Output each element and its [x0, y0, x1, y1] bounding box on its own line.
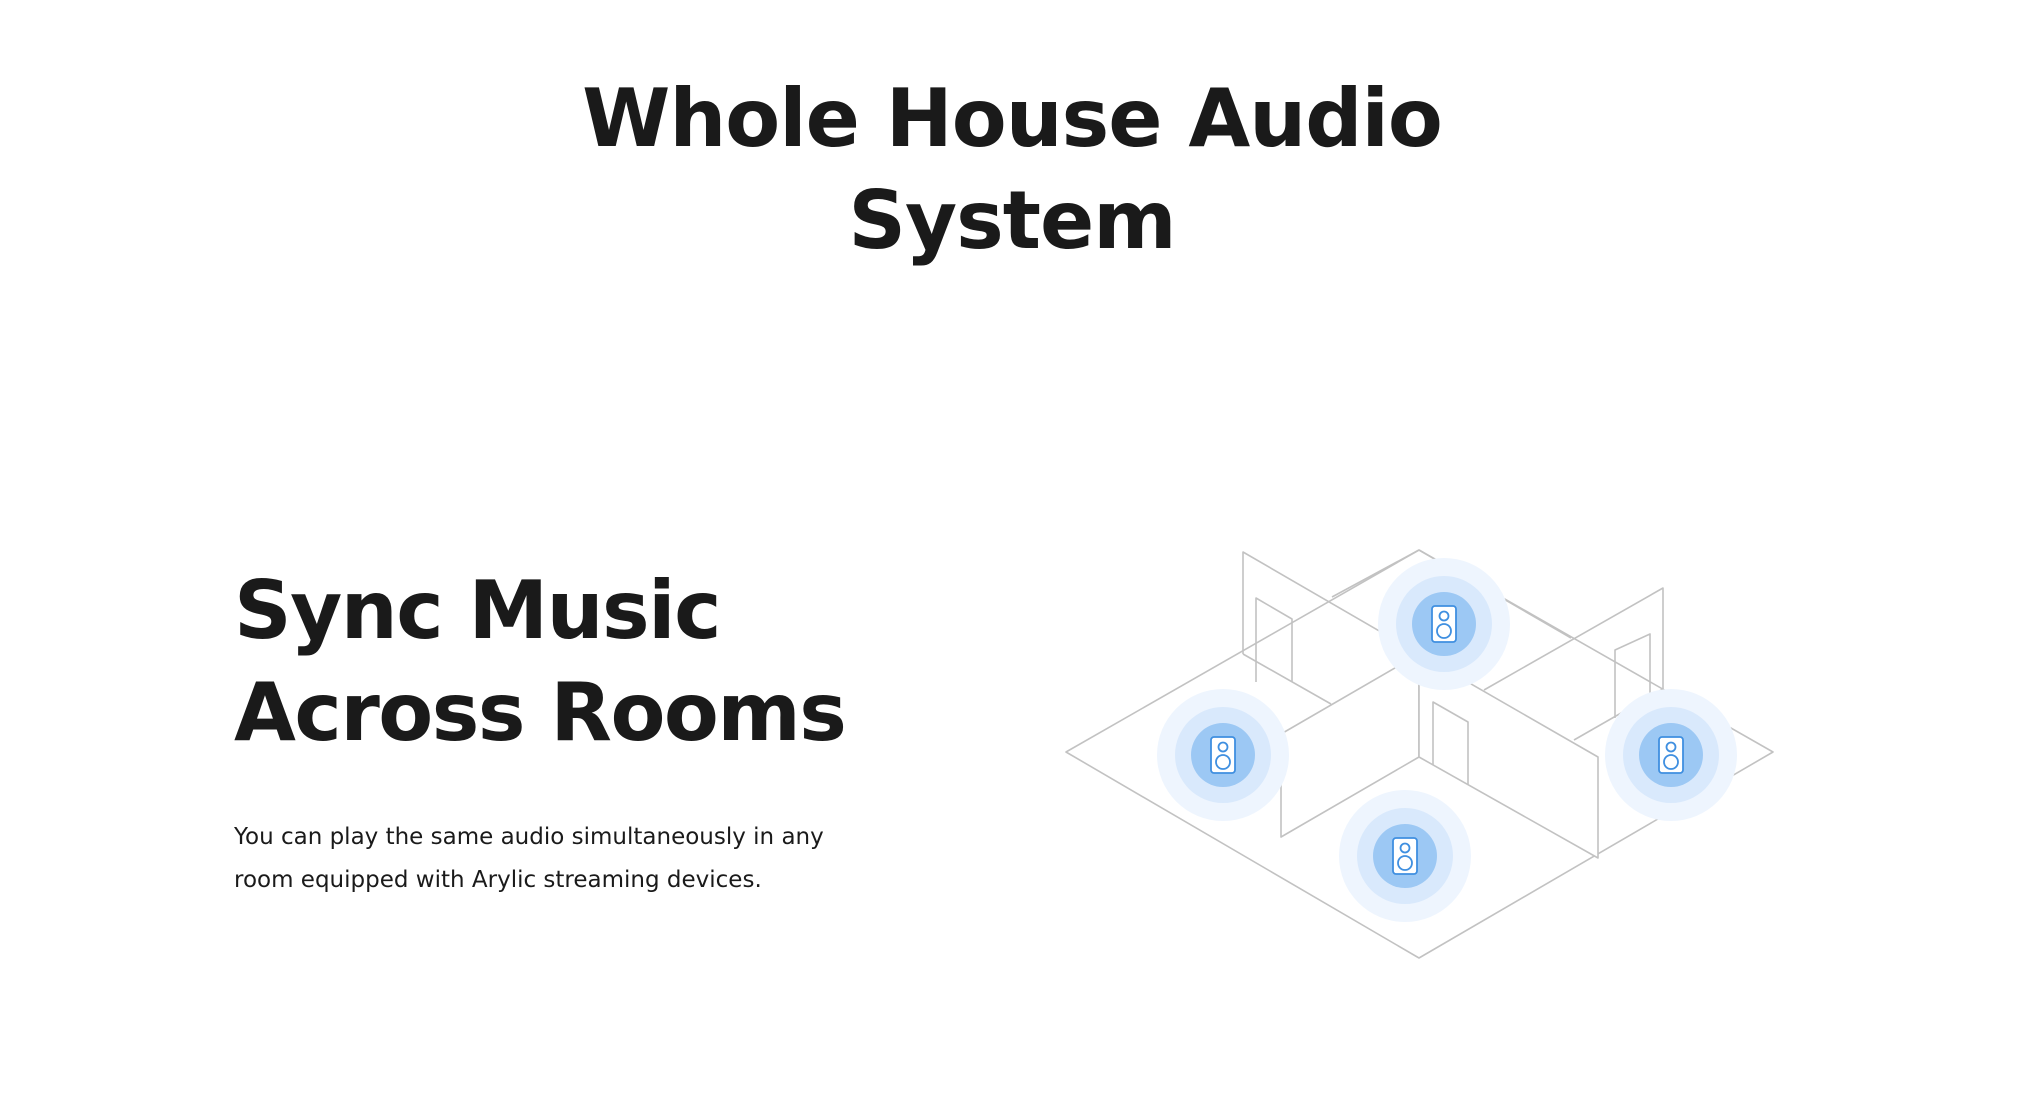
feature-description: You can play the same audio simultaneous…: [234, 824, 824, 893]
feature-heading-line-1: Sync Music: [234, 564, 722, 657]
page-title-line-1: Whole House Audio: [582, 72, 1443, 165]
feature-text-block: Sync Music Across Rooms You can play the…: [234, 560, 874, 902]
page-title: Whole House Audio System: [0, 68, 2024, 272]
speaker-living-room: [1339, 790, 1471, 922]
feature-heading: Sync Music Across Rooms: [234, 560, 874, 764]
page-title-line-2: System: [848, 174, 1176, 267]
speaker-bedroom: [1157, 689, 1289, 821]
speaker-office: [1605, 689, 1737, 821]
floorplan-walls: [1065, 549, 1774, 959]
speaker-icon: [1392, 837, 1418, 875]
feature-heading-line-2: Across Rooms: [234, 666, 847, 759]
speaker-icon: [1658, 736, 1684, 774]
speaker-kitchen: [1378, 558, 1510, 690]
house-floorplan-illustration: [1065, 549, 1774, 959]
speaker-icon: [1210, 736, 1236, 774]
speaker-icon: [1431, 605, 1457, 643]
